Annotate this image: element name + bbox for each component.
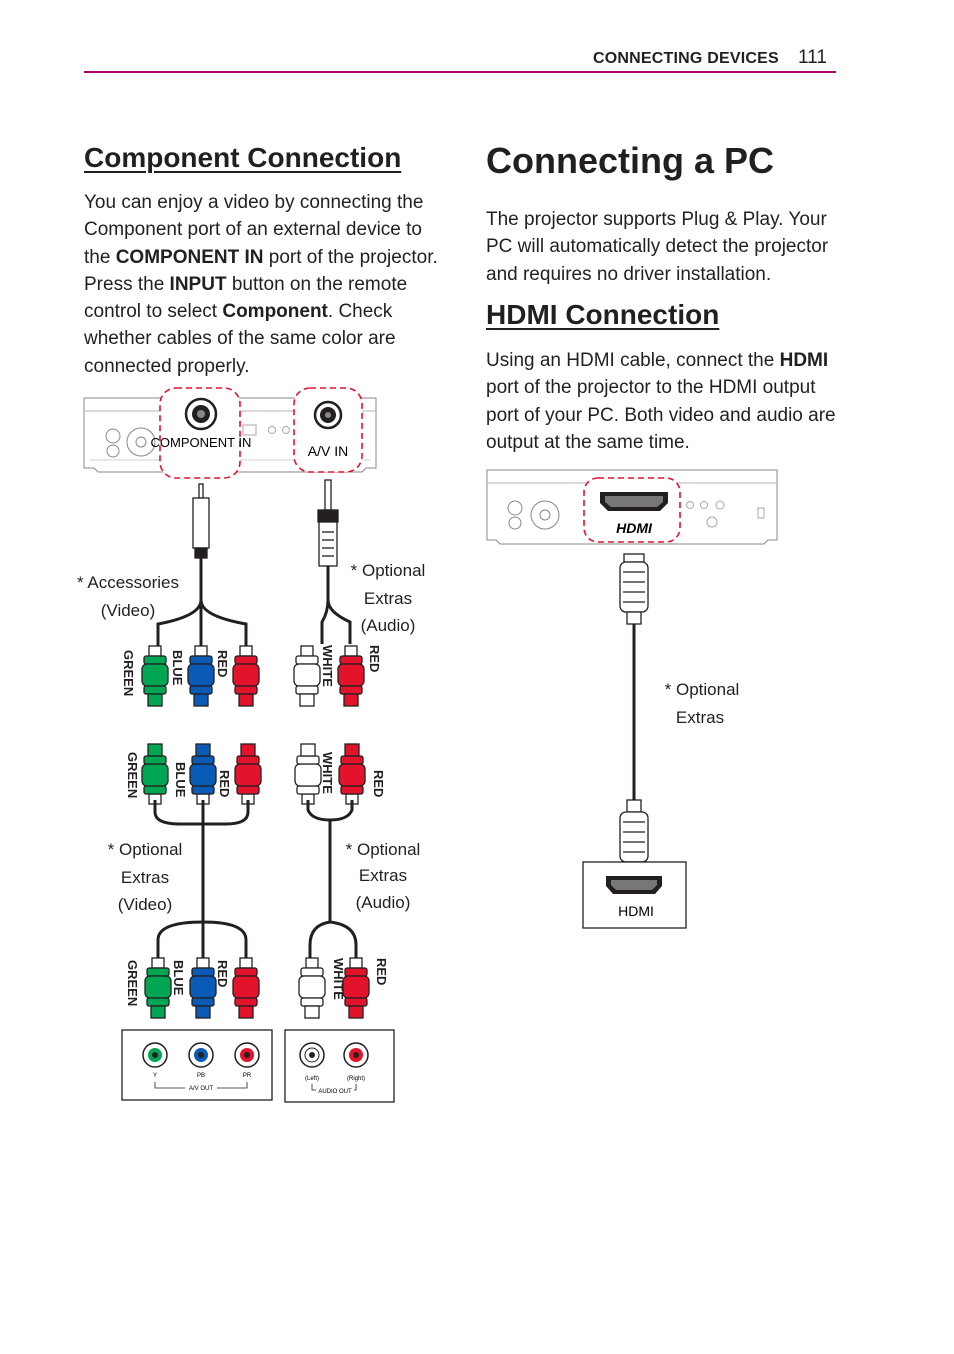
plug-green-mid bbox=[141, 743, 169, 805]
body-text: button on the remote control to select bbox=[84, 273, 408, 323]
port-label-pr: PR bbox=[243, 1073, 252, 1079]
plug-blue-top bbox=[187, 645, 215, 707]
plug-white-bottom bbox=[298, 957, 326, 1019]
connecting-pc-body: The projector supports Plug & Play. Your… bbox=[486, 209, 829, 285]
plug-label-green: GREEN bbox=[121, 650, 136, 696]
plug-label-red: RED bbox=[215, 960, 230, 987]
note-line: (Video) bbox=[101, 601, 156, 620]
plug-green-bottom bbox=[144, 957, 172, 1019]
mid-cables bbox=[153, 800, 358, 962]
video-cables bbox=[156, 599, 248, 650]
note-line: (Video) bbox=[118, 895, 173, 914]
plug-red-bottom bbox=[232, 957, 260, 1019]
port-label-pb: PB bbox=[197, 1073, 205, 1079]
plug-red-top bbox=[232, 645, 260, 707]
external-audio-out-panel: (Left) (Right) AUDIO OUT bbox=[284, 1029, 395, 1103]
note-line: * Optional bbox=[346, 840, 421, 859]
plug-green-top bbox=[141, 645, 169, 707]
component-connection-body: You can enjoy a video by connecting the … bbox=[84, 189, 444, 380]
note-line: (Audio) bbox=[356, 893, 411, 912]
connecting-pc-title: Connecting a PC bbox=[486, 140, 775, 181]
component-in-label: COMPONENT IN bbox=[151, 435, 252, 450]
audio-out-label: AUDIO OUT bbox=[318, 1089, 352, 1095]
note-line: Extras bbox=[121, 868, 169, 887]
note-line: * Optional bbox=[351, 561, 426, 580]
plug-label-white: WHITE bbox=[320, 645, 335, 687]
plug-label-green: GREEN bbox=[125, 960, 140, 1006]
plug-label-blue: BLUE bbox=[171, 960, 186, 996]
plug-label-green: GREEN bbox=[125, 752, 140, 798]
note-optional-video: * Optional Extras (Video) bbox=[108, 840, 183, 914]
plug-label-white: WHITE bbox=[320, 752, 335, 794]
audio-jack-plug bbox=[317, 479, 352, 644]
external-av-out-panel: Y PB PR A/V OUT bbox=[121, 1029, 273, 1101]
body-bold-input: INPUT bbox=[169, 273, 227, 295]
note-line: Extras bbox=[359, 866, 407, 885]
body-text: You can enjoy a video by connecting the … bbox=[84, 192, 424, 268]
body-bold-component: Component bbox=[222, 301, 328, 323]
component-connection-title: Component Connection bbox=[84, 142, 402, 173]
body-text: . Check whether cables of the same color… bbox=[84, 301, 396, 377]
section-header-title: CONNECTING DEVICES bbox=[593, 50, 779, 67]
note-line: Extras bbox=[364, 589, 412, 608]
plug-label-red-audio: RED bbox=[374, 958, 389, 985]
body-text: port of the projector to the HDMI output… bbox=[486, 377, 836, 453]
plug-label-red: RED bbox=[217, 770, 232, 797]
note-line: * Optional bbox=[108, 840, 183, 859]
power-button-icon bbox=[105, 428, 121, 458]
plug-red-audio-mid bbox=[338, 743, 366, 805]
plug-label-blue: BLUE bbox=[173, 762, 188, 798]
plug-blue-mid bbox=[189, 743, 217, 805]
port-label-left: (Left) bbox=[305, 1076, 319, 1082]
av-out-label: A/V OUT bbox=[189, 1086, 213, 1092]
plug-red-mid bbox=[234, 743, 262, 805]
hdmi-connection-body: Using an HDMI cable, connect the HDMI po… bbox=[486, 347, 846, 456]
body-bold-hdmi: HDMI bbox=[779, 350, 829, 371]
plug-blue-bottom bbox=[189, 957, 217, 1019]
note-accessories-video: * Accessories (Video) bbox=[77, 573, 179, 620]
note-optional-audio-top: * Optional Extras (Audio) bbox=[351, 561, 426, 635]
plug-white-mid bbox=[294, 743, 322, 805]
plug-label-white: WHITE bbox=[331, 958, 346, 1000]
body-text: port of the projector. Press the bbox=[84, 246, 438, 295]
body-text: Using an HDMI cable, connect the bbox=[486, 350, 780, 371]
body-bold-component-in: COMPONENT IN bbox=[115, 246, 264, 268]
plug-label-red-audio: RED bbox=[367, 645, 382, 672]
note-optional-audio-bottom: * Optional Extras (Audio) bbox=[346, 840, 421, 912]
av-in-port: A/V IN bbox=[293, 387, 363, 473]
plug-label-blue: BLUE bbox=[170, 650, 185, 686]
component-in-port: COMPONENT IN bbox=[151, 387, 252, 479]
plug-label-red-audio: RED bbox=[371, 770, 386, 797]
port-label-y: Y bbox=[153, 1073, 157, 1079]
plug-white-top bbox=[293, 645, 321, 707]
note-line: (Audio) bbox=[361, 616, 416, 635]
av-in-label: A/V IN bbox=[308, 443, 348, 459]
note-line: * Accessories bbox=[77, 573, 179, 592]
plug-red-audio-top bbox=[337, 645, 365, 707]
port-label-right: (Right) bbox=[347, 1076, 365, 1082]
header-rule bbox=[84, 71, 836, 73]
plug-label-red: RED bbox=[215, 650, 230, 677]
control-pad-icon bbox=[126, 427, 156, 457]
page-number: 111 bbox=[798, 47, 827, 68]
hdmi-connection-title: HDMI Connection bbox=[486, 299, 720, 330]
